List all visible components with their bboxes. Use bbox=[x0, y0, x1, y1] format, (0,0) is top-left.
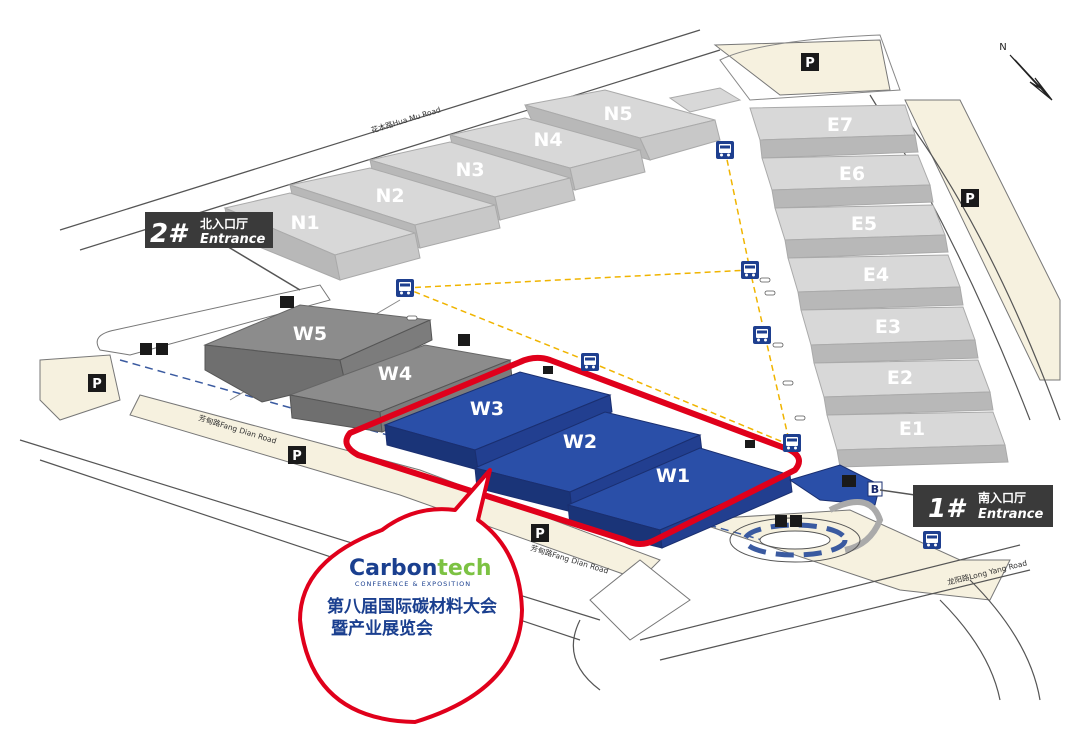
north-entrance-pointer bbox=[224, 244, 301, 291]
logo-title-line2: 暨产业展览会 bbox=[331, 618, 433, 639]
logo-tech: tech bbox=[437, 556, 491, 581]
parking-sign-label: P bbox=[292, 449, 302, 464]
parking-south-west: P bbox=[288, 446, 306, 464]
hall-e2[interactable]: E2 bbox=[813, 359, 994, 416]
hall-e7-label: E7 bbox=[827, 114, 853, 136]
hall-e6[interactable]: E6 bbox=[761, 154, 934, 209]
hall-w5-label: W5 bbox=[293, 323, 327, 345]
taxi-icon bbox=[156, 343, 168, 355]
road-label-hua-mu-road: 花木路Hua Mu Road bbox=[370, 104, 442, 135]
hall-w2-label: W2 bbox=[563, 431, 597, 453]
south-entrance-label: 1# 南入口厅 Entrance bbox=[879, 485, 1053, 527]
bus-stop-icon bbox=[581, 353, 599, 371]
building-b-box bbox=[867, 481, 883, 497]
logo-title-line1: 第八届国际碳材料大会 bbox=[327, 596, 497, 617]
car-icon bbox=[772, 342, 784, 348]
hall-e5-label: E5 bbox=[851, 213, 877, 235]
west-halls-highlighted: W3 W2 W1 B bbox=[383, 371, 884, 553]
hall-e2-label: E2 bbox=[887, 367, 913, 389]
hall-n2-label: N2 bbox=[375, 185, 404, 207]
bus-stop-icon bbox=[783, 434, 801, 452]
hall-e3-label: E3 bbox=[875, 316, 901, 338]
bus-stop-icon bbox=[716, 141, 734, 159]
south-entrance-box bbox=[913, 485, 1053, 527]
hall-e4[interactable]: E4 bbox=[787, 254, 964, 311]
north-entrance-name-cn: 北入口厅 bbox=[200, 216, 248, 231]
south-entrance-name-cn: 南入口厅 bbox=[978, 490, 1026, 505]
callout-bubble: Carbontech CONFERENCE & EXPOSITION 第八届国际… bbox=[298, 468, 524, 724]
hall-e3[interactable]: E3 bbox=[800, 306, 979, 364]
hall-n4-label: N4 bbox=[533, 129, 562, 151]
east-halls: E7 E6 E5 E4 E3 E2 E1 bbox=[749, 104, 1009, 468]
bus-icon bbox=[775, 515, 787, 527]
stairs-icon bbox=[745, 440, 755, 448]
compass: N bbox=[999, 42, 1053, 101]
north-halls: N5 N4 N3 N2 N1 bbox=[223, 87, 742, 281]
hall-e1[interactable]: E1 bbox=[826, 411, 1009, 468]
bus-stop-icon bbox=[753, 326, 771, 344]
bus-stop-icon bbox=[741, 261, 759, 279]
hall-w4-label: W4 bbox=[378, 363, 412, 385]
taxi-icon bbox=[790, 515, 802, 527]
parking-west: P bbox=[88, 374, 106, 392]
car-icon bbox=[794, 415, 806, 421]
parking-east: P bbox=[961, 189, 979, 207]
stairs-icon bbox=[543, 366, 553, 374]
north-entrance-name-en: Entrance bbox=[200, 232, 265, 247]
parking-north: P bbox=[801, 53, 819, 71]
bus-icon bbox=[140, 343, 152, 355]
north-entrance-box bbox=[145, 212, 273, 248]
logo-subtitle: CONFERENCE & EXPOSITION bbox=[355, 580, 471, 588]
compass-label: N bbox=[999, 42, 1006, 53]
logo-wordmark: Carbontech bbox=[349, 556, 492, 581]
logo-carbon: Carbon bbox=[349, 556, 437, 581]
parking-sign-label: P bbox=[92, 377, 102, 392]
car-icon bbox=[759, 277, 771, 283]
hall-n5-annex bbox=[668, 87, 742, 113]
hall-e5[interactable]: E5 bbox=[774, 204, 949, 259]
north-arrow-shaft bbox=[1014, 59, 1049, 97]
bus-stop-icon bbox=[923, 531, 941, 549]
car-icon bbox=[406, 315, 418, 321]
hall-e6-label: E6 bbox=[839, 163, 865, 185]
grounds bbox=[19, 29, 1061, 701]
car-icon bbox=[782, 380, 794, 386]
north-entrance-label: 2# 北入口厅 Entrance bbox=[145, 212, 301, 291]
parking-sign-label: P bbox=[965, 192, 975, 207]
hall-w3[interactable]: W3 bbox=[383, 371, 613, 471]
elevator-icon bbox=[280, 296, 294, 308]
facility-icons bbox=[140, 296, 856, 527]
hall-w1-label: W1 bbox=[656, 465, 690, 487]
parking-south: P bbox=[531, 524, 549, 542]
south-entrance-name-en: Entrance bbox=[978, 507, 1043, 522]
bus-stop-icon bbox=[396, 279, 414, 297]
parking-signs: P P P P P bbox=[88, 53, 979, 542]
hall-e1-label: E1 bbox=[899, 418, 925, 440]
south-entrance-number: 1# bbox=[928, 494, 967, 524]
hall-n3-label: N3 bbox=[455, 159, 484, 181]
highlight-frame bbox=[343, 354, 802, 547]
west-halls-gray: W5 W4 bbox=[203, 304, 513, 433]
hall-e4-label: E4 bbox=[863, 264, 889, 286]
car-icon bbox=[764, 290, 776, 296]
building-b-label: B bbox=[871, 483, 879, 496]
north-entrance-number: 2# bbox=[150, 219, 189, 249]
hall-w1-annex bbox=[788, 464, 881, 506]
parking-sign-label: P bbox=[535, 527, 545, 542]
toilet-icon bbox=[458, 334, 470, 346]
parking-sign-label: P bbox=[805, 56, 815, 71]
hall-e7[interactable]: E7 bbox=[749, 104, 919, 159]
hall-n5-label: N5 bbox=[603, 103, 632, 125]
south-entrance-pointer bbox=[879, 489, 916, 496]
hall-w1[interactable]: W1 bbox=[566, 447, 793, 549]
hall-w3-label: W3 bbox=[470, 398, 504, 420]
hall-n1-label: N1 bbox=[290, 212, 319, 234]
elevator-icon bbox=[842, 475, 856, 487]
